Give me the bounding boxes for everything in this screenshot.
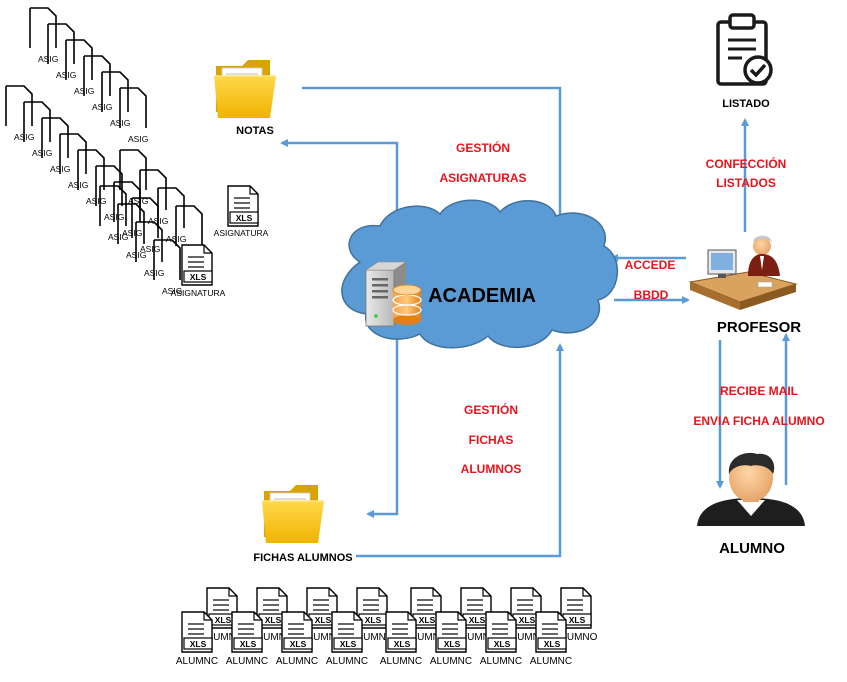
edge-label-alumnos: ALUMNOS [461,462,522,476]
arrow-academia-to-fichas [366,320,399,518]
academia-label: ACADEMIA [428,285,536,307]
edge-label-envia-ficha-alumno: ENVIA FICHA ALUMNO [693,414,824,428]
asig-document-icon: ASIG [47,23,76,80]
alumno-doc-label: ALUMNC [326,656,368,667]
xls-label: XLS [419,615,436,625]
arrow-fichas-to-academia [356,343,564,558]
asignatura-label: ASIGNATURA [214,228,269,238]
alumno-doc-label: ALUMNC [430,656,472,667]
edge-label-asignaturas: ASIGNATURAS [439,171,526,185]
edge-label-gestion: GESTIÓN [456,140,510,155]
alumno-doc-label: ALUMNC [301,632,343,643]
asig-document-stack: ASIGASIGASIGASIGASIGASIGASIGASIGASIGASIG… [5,7,204,296]
asig-document-icon: ASIG [23,101,52,158]
xls-label: XLS [215,615,232,625]
spreadsheet-doc-icon: XLS ALUMNC [226,611,268,667]
alumno-doc-label: ALUMNC [226,656,268,667]
asig-document-icon: ASIG [77,149,106,206]
asig-document-icon: ASIG [41,117,70,174]
alumno-doc-label: ALUMNC [251,632,293,643]
asignatura-label: ASIGNATURA [171,288,226,298]
spreadsheet-doc-icon: XLS ALUMNC [430,611,472,667]
alumno-document-grid: XLSALUMNCXLSALUMNCXLSALUMNCXLSALUMNCXLSA… [176,587,598,667]
alumno-label: ALUMNO [719,540,785,557]
student-avatar-icon [697,452,805,526]
edge-label-gestion: GESTIÓN [464,402,518,417]
teacher-at-desk-icon [688,235,798,310]
alumno-doc-label: ALUMNC [480,656,522,667]
asig-document-icon: ASIG [101,71,130,128]
alumno-doc-label: ALUMNC [380,656,422,667]
alumno-doc-label: ALUMNC [201,632,243,643]
alumno-doc-label: ALUMNO [555,632,598,643]
asig-document-icon: ASIG [119,87,148,144]
alumno-doc-label: ALUMNC [405,632,447,643]
asig-document-icon: ASIG [65,39,94,96]
notas-label: NOTAS [236,125,274,137]
alumno-doc-label: ALUMNC [176,656,218,667]
spreadsheet-doc-icon: XLS ALUMNC [530,611,572,667]
xls-label: XLS [190,639,207,649]
arrow-notas-to-academia [302,86,564,240]
asig-label: ASIG [140,244,160,254]
asig-document-icon: ASIG [119,149,148,206]
fichas-alumnos-label: FICHAS ALUMNOS [253,552,352,564]
alumno-doc-label: ALUMNC [351,632,393,643]
listado-label: LISTADO [722,98,770,110]
xls-label: XLS [365,615,382,625]
alumno-doc-label: ALUMNC [455,632,497,643]
xls-label: XLS [544,639,561,649]
xls-label: XLS [190,272,207,282]
spreadsheet-doc-icon: XLS ALUMNC [480,611,522,667]
xls-label: XLS [340,639,357,649]
spreadsheet-doc-icon: XLS ALUMNC [405,587,447,643]
xls-label: XLS [236,213,253,223]
xls-label: XLS [444,639,461,649]
asig-label: ASIG [128,196,148,206]
asig-document-icon: ASIG [153,239,182,296]
asig-label: ASIG [128,134,148,144]
xls-label: XLS [315,615,332,625]
spreadsheet-doc-icon: XLS ALUMNC [326,611,368,667]
spreadsheet-doc-icon: XLS ALUMNC [276,611,318,667]
fichas-alumnos-folder-icon [262,485,324,543]
xls-label: XLS [569,615,586,625]
xls-label: XLS [494,639,511,649]
asig-document-icon: ASIG [5,85,34,142]
xls-label: XLS [240,639,257,649]
edge-label-accede: ACCEDE [625,258,676,272]
xls-label: XLS [469,615,486,625]
edge-label-fichas: FICHAS [469,433,514,447]
alumno-doc-label: ALUMNC [505,632,547,643]
asig-document-icon: ASIG [59,133,88,190]
alumno-doc-label: ALUMNC [276,656,318,667]
asig-label: ASIG [162,286,182,296]
edge-label-bbdd: BBDD [634,288,669,302]
spreadsheet-doc-icon: XLS ALUMNO [555,587,598,643]
spreadsheet-doc-icon: XLS [181,244,213,286]
asig-document-icon: ASIG [83,55,112,112]
alumno-doc-label: ALUMNC [530,656,572,667]
server-database-icon [365,261,422,327]
xls-label: XLS [290,639,307,649]
asig-document-icon: ASIG [29,7,58,64]
spreadsheet-doc-icon: XLS ALUMNC [505,587,547,643]
spreadsheet-doc-icon: XLS ALUMNC [251,587,293,643]
spreadsheet-doc-icon: XLS ALUMNC [380,611,422,667]
xls-label: XLS [394,639,411,649]
clipboard-check-icon [716,13,773,86]
notas-folder-icon [214,60,276,118]
xls-label: XLS [519,615,536,625]
profesor-label: PROFESOR [717,319,801,336]
xls-label: XLS [265,615,282,625]
edge-label-confeccion: CONFECCIÓN [706,156,787,171]
spreadsheet-doc-icon: XLS [227,185,259,227]
edge-label-recibe-mail: RECIBE MAIL [720,384,798,398]
spreadsheet-doc-icon: XLS ALUMNC [351,587,393,643]
spreadsheet-doc-icon: XLS ALUMNC [176,611,218,667]
edge-label-listados: LISTADOS [716,176,776,190]
